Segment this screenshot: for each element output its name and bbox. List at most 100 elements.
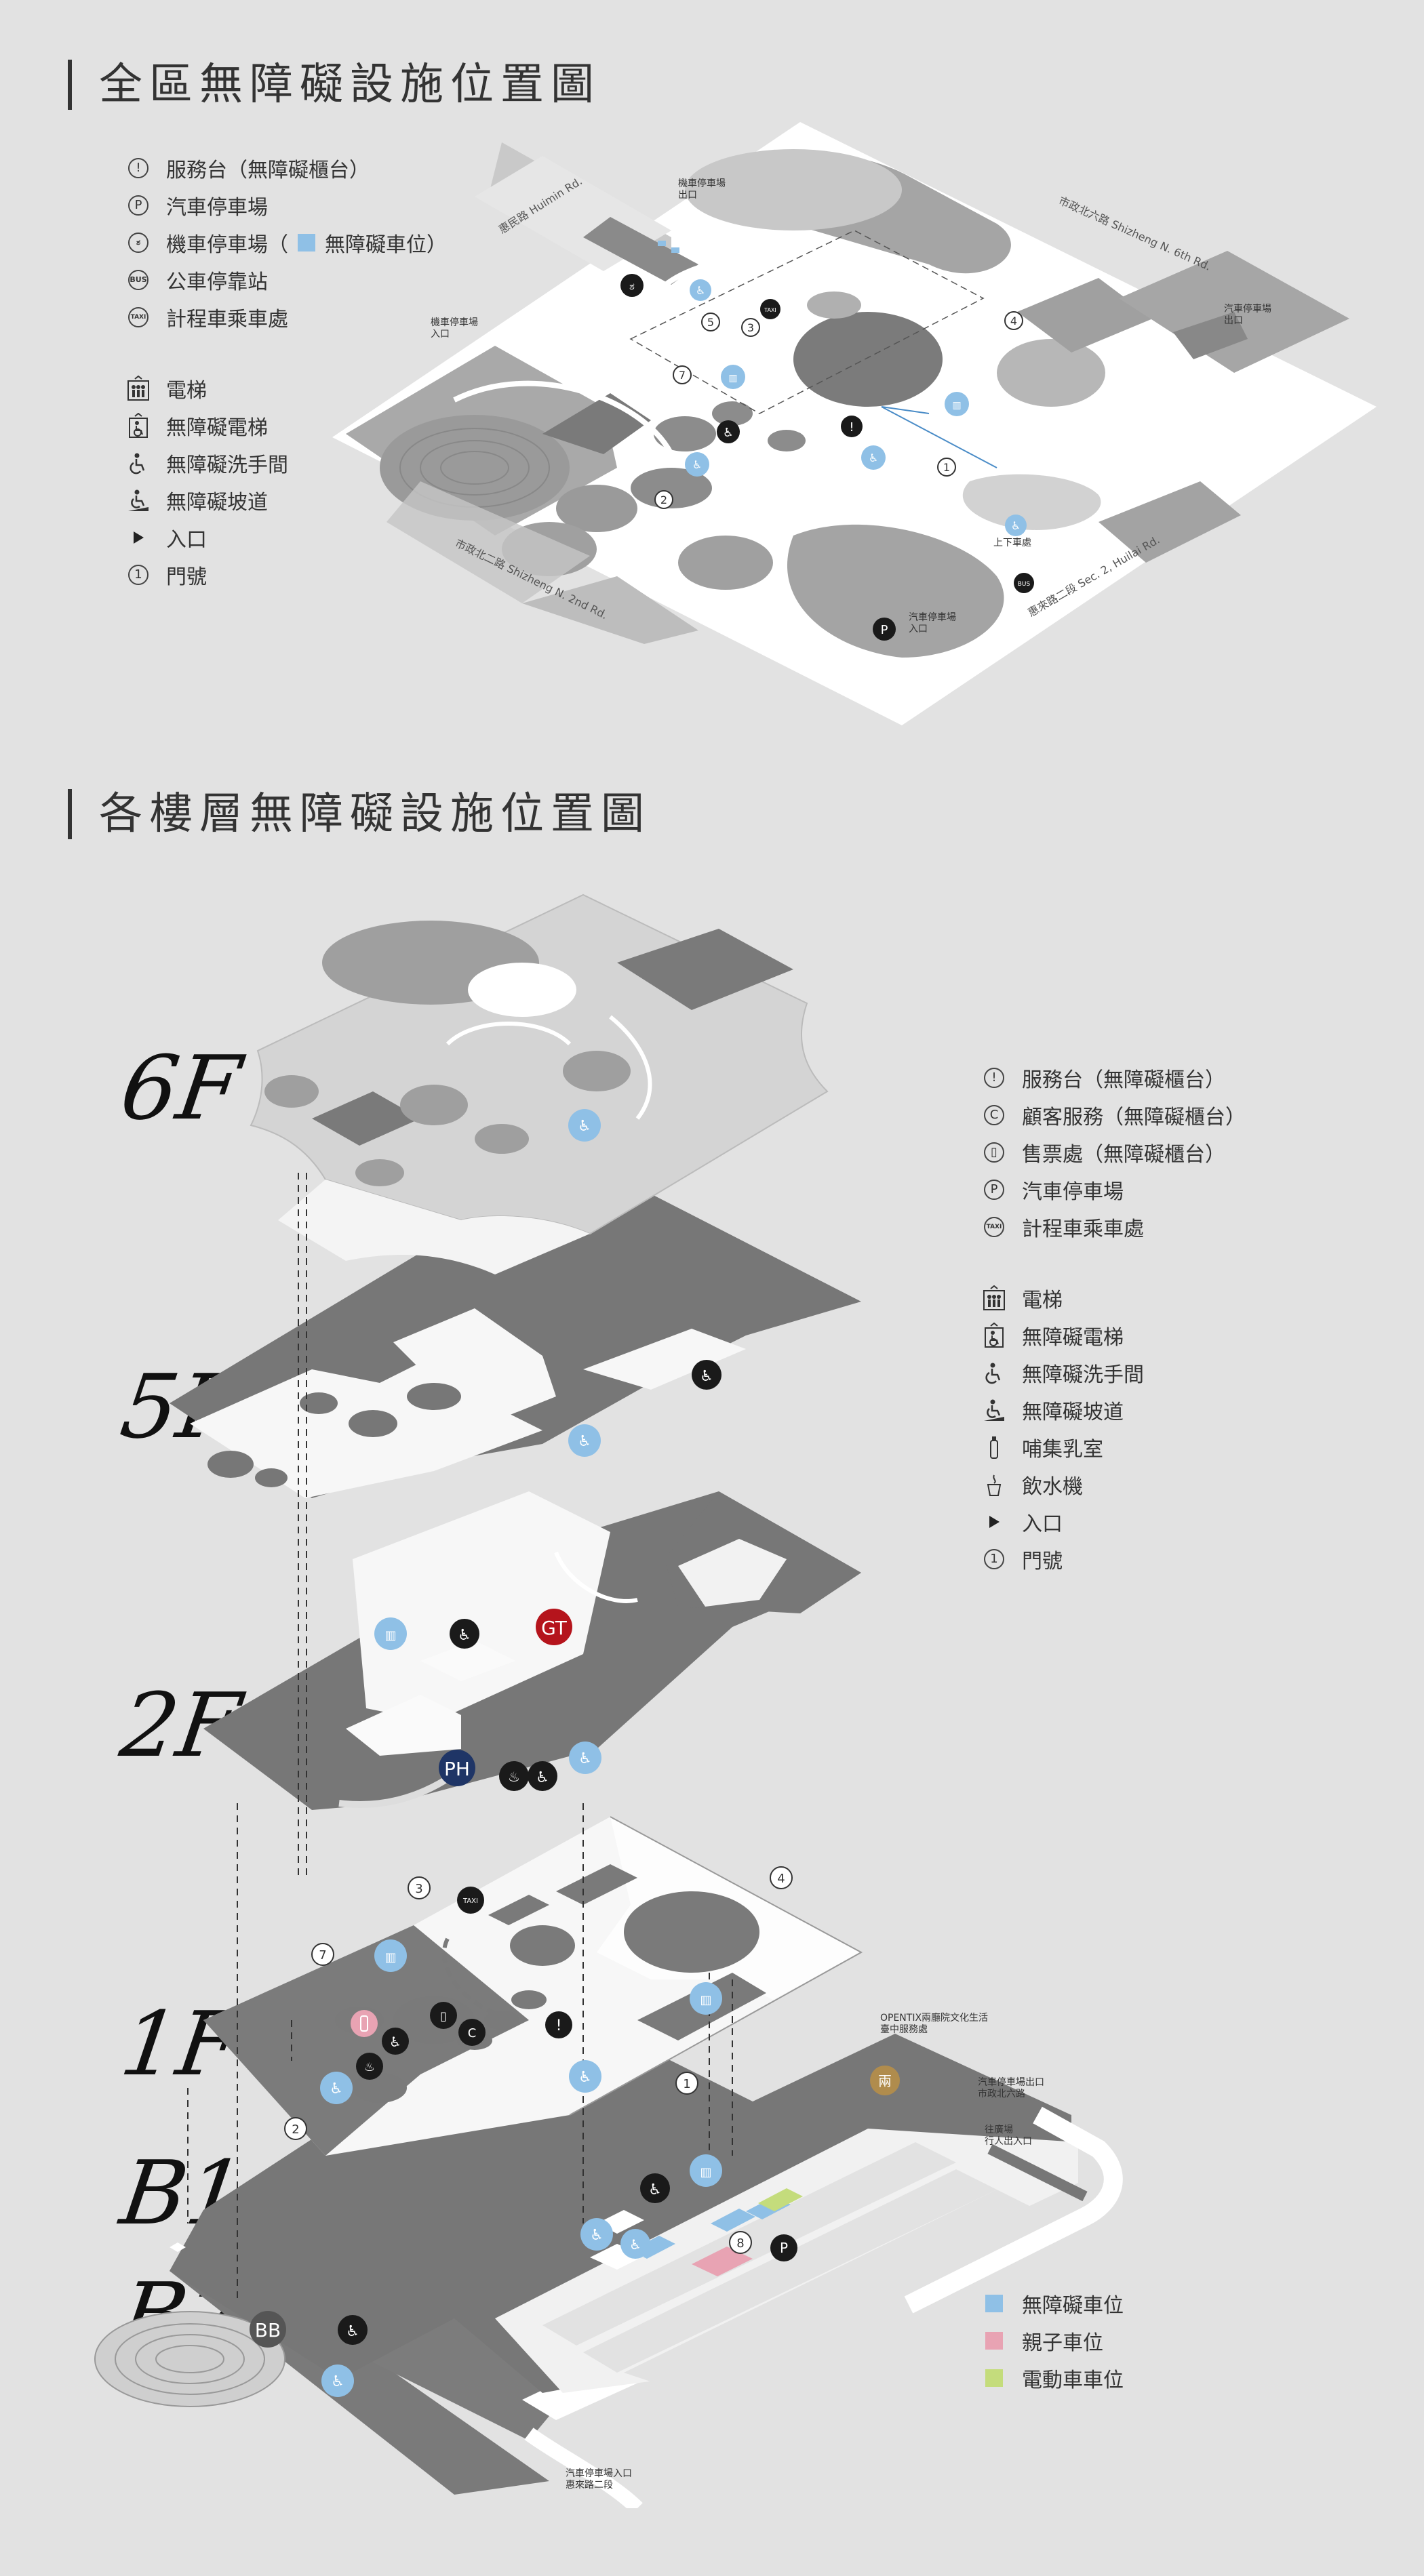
entrance-icon — [989, 1515, 1000, 1528]
accessible-ramp-icon — [125, 487, 151, 513]
elevator-icon: ▥ — [945, 392, 969, 416]
overall-map-title: 全區無障礙設施位置圖 — [68, 60, 601, 110]
label-dropoff: 上下車處 — [993, 537, 1031, 548]
gate-7: 7 — [673, 365, 692, 384]
svg-text:4: 4 — [1010, 315, 1017, 327]
elevator-icon: ▥ — [374, 1617, 407, 1650]
legend-item-entrance: 入口 — [981, 1503, 1246, 1540]
accessible-toilet-icon — [981, 1360, 1007, 1386]
gate-2: 2 — [654, 490, 673, 509]
accessible-elevator-icon: ♿ — [568, 1109, 601, 1142]
legend-item-bus: BUS 公車停靠站 — [125, 261, 447, 298]
svg-text:♿: ♿ — [578, 1118, 591, 1135]
svg-text:♿: ♿ — [1011, 519, 1021, 532]
accessible-elevator-icon: ♿ — [861, 445, 886, 470]
svg-text:♿: ♿ — [578, 1433, 591, 1450]
svg-text:P: P — [780, 2240, 788, 2256]
svg-text:ಶ: ಶ — [629, 281, 635, 292]
accessible-toilet-icon: ♿ — [450, 1619, 479, 1649]
accessible-elevator-icon: ♿ — [569, 1742, 601, 1774]
taxi-icon: TAXI — [128, 306, 149, 327]
accessible-toilet-icon: ♿ — [338, 2315, 368, 2345]
svg-text:7: 7 — [679, 369, 686, 382]
gate-3: 3 — [408, 1876, 431, 1899]
label-car-entrance-b2: 汽車停車場入口惠來路二段 — [566, 2468, 632, 2491]
accessible-space-swatch — [985, 2294, 1003, 2312]
info-icon: ! — [984, 1067, 1004, 1088]
accessible-ramp-icon: ♿ — [1005, 515, 1027, 536]
label-car-entrance: 汽車停車場入口 — [909, 611, 956, 635]
water-fountain-icon: ♨ — [499, 1761, 529, 1791]
accessible-ramp-icon: ♿ — [690, 279, 711, 301]
elevator-icon — [981, 1285, 1007, 1311]
customer-service-icon: C — [984, 1104, 1004, 1125]
svg-text:4: 4 — [777, 1872, 785, 1886]
accessible-toilet-icon: ♿ — [717, 420, 740, 443]
legend-item-accessible-ramp: 無障礙坡道 — [981, 1391, 1246, 1428]
elevator-icon: ▥ — [374, 1939, 407, 1972]
legend-item-accessible-toilet: 無障礙洗手間 — [125, 444, 447, 481]
accessible-toilet-icon: ♿ — [620, 2229, 650, 2259]
parking-legend: 無障礙車位 親子車位 電動車車位 — [981, 2285, 1124, 2396]
svg-text:2: 2 — [292, 2122, 299, 2137]
nursing-room-icon — [981, 1434, 1007, 1460]
svg-text:P: P — [881, 623, 888, 637]
svg-text:!: ! — [556, 2017, 562, 2034]
svg-text:1: 1 — [943, 461, 950, 474]
legend-item-accessible-toilet: 無障礙洗手間 — [981, 1354, 1246, 1391]
accessible-elevator-icon: ♿ — [321, 2364, 354, 2397]
accessible-elevator-icon — [981, 1322, 1007, 1348]
legend-item-water-fountain: 飲水機 — [981, 1466, 1246, 1503]
legend-item-scooter: ಶ 機車停車場（無障礙車位） — [125, 224, 447, 261]
svg-text:8: 8 — [736, 2236, 744, 2251]
gate-5: 5 — [701, 313, 720, 331]
bus-stop-icon: BUS — [1014, 573, 1034, 593]
legend-item-parking: P 汽車停車場 — [125, 186, 447, 224]
legend-item-nursing-room: 哺集乳室 — [981, 1428, 1246, 1466]
taxi-icon: TAXI — [984, 1216, 1004, 1237]
accessible-elevator-icon: ♿ — [685, 452, 709, 477]
svg-text:▥: ▥ — [384, 1950, 396, 1965]
parking-icon: P — [770, 2234, 797, 2261]
accessible-elevator-icon: ♿ — [568, 1424, 601, 1457]
legend-item-accessible-space: 無障礙車位 — [981, 2285, 1124, 2322]
elevator-icon: ▥ — [690, 1982, 722, 2015]
svg-text:♿: ♿ — [578, 2069, 592, 2086]
svg-text:♿: ♿ — [536, 1769, 549, 1786]
svg-text:♿: ♿ — [648, 2181, 662, 2198]
parking-icon: P — [984, 1179, 1004, 1200]
accessible-elevator-icon: ♿ — [580, 2218, 613, 2251]
ph-badge: PH — [439, 1750, 475, 1786]
floor-5f — [170, 1159, 861, 1498]
family-space-swatch — [985, 2331, 1003, 2350]
taxi-icon: TAXI — [760, 299, 780, 319]
svg-text:1: 1 — [683, 2077, 690, 2091]
ticket-icon: ▯ — [430, 2002, 457, 2029]
legend-item-customer-service: C 顧客服務（無障礙櫃台） — [981, 1096, 1246, 1133]
parking-icon: P — [128, 195, 149, 216]
label-scooter-entrance: 機車停車場入口 — [431, 317, 478, 340]
svg-text:PH: PH — [444, 1758, 470, 1780]
svg-text:▥: ▥ — [700, 1993, 711, 2007]
svg-text:♨: ♨ — [364, 2060, 375, 2074]
info-icon: ! — [545, 2011, 572, 2038]
floor-stack-map: OPENTIX兩廳院文化生活臺中服務處 汽車停車場出口市政北六路 往廣場行人出入… — [94, 893, 1123, 2508]
svg-text:♿: ♿ — [723, 426, 734, 440]
label-plaza-exit: 往廣場行人出入口 — [985, 2124, 1032, 2147]
gate-number-icon: 1 — [128, 564, 149, 585]
legend-item-info: ! 服務台（無障礙櫃台） — [981, 1059, 1246, 1096]
label-scooter-exit: 機車停車場出口 — [678, 178, 726, 201]
svg-text:♿: ♿ — [346, 2323, 359, 2340]
legend-item-gate-number: 1 門號 — [981, 1540, 1246, 1577]
ev-space-swatch — [985, 2369, 1003, 2387]
svg-text:♨: ♨ — [508, 1769, 520, 1785]
legend-item-parking: P 汽車停車場 — [981, 1171, 1246, 1208]
svg-text:2: 2 — [660, 494, 667, 506]
gate-2: 2 — [284, 2117, 307, 2140]
svg-text:兩: 兩 — [878, 2073, 892, 2089]
label-opentix: OPENTIX兩廳院文化生活臺中服務處 — [880, 2012, 988, 2035]
svg-text:BB: BB — [255, 2319, 281, 2341]
svg-text:▥: ▥ — [728, 373, 737, 384]
svg-text:♿: ♿ — [692, 458, 702, 471]
site-map: 惠民路 Huimin Rd. 市政北六路 Shizheng N. 6th Rd.… — [332, 122, 1377, 725]
